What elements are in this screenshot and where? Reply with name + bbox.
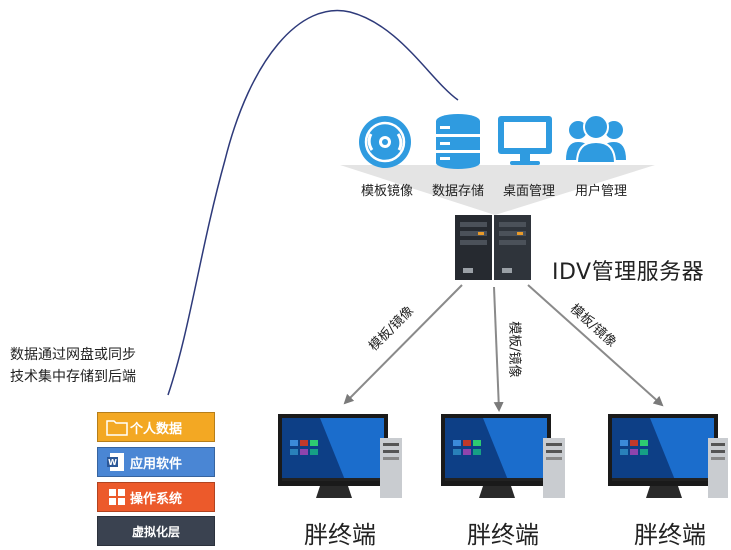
function-label-storage: 数据存储 [432, 184, 485, 199]
arrow-middle [493, 286, 504, 412]
folder-icon [106, 420, 128, 436]
function-label-desktop: 桌面管理 [503, 184, 556, 199]
sync-note: 数据通过网盘或同步 技术集中存储到后端 [10, 344, 136, 388]
arrow-right [527, 284, 664, 407]
database-icon [436, 114, 480, 169]
word-icon: W [107, 453, 124, 471]
server-title: IDV管理服务器 [552, 260, 705, 285]
function-label-user: 用户管理 [575, 184, 628, 199]
layer-applications: W 应用软件 [97, 447, 215, 477]
sync-note-line2: 技术集中存储到后端 [10, 369, 136, 385]
arrow-label-middle: 模板/镜像 [506, 321, 522, 378]
sync-note-line1: 数据通过网盘或同步 [10, 347, 136, 363]
users-icon [566, 114, 626, 164]
terminal-3-graphic [608, 414, 728, 498]
spotlight-beam [340, 165, 655, 215]
layer-personal-data: 个人数据 [97, 412, 215, 442]
terminal-1-graphic [278, 414, 402, 498]
monitor-icon [498, 116, 552, 165]
layer-label-operating-system: 操作系统 [129, 491, 182, 507]
disc-icon [359, 116, 411, 168]
layer-label-virtualization: 虚拟化层 [131, 524, 180, 539]
sync-curve [167, 9, 459, 396]
server-icon [455, 215, 531, 280]
terminal-2-graphic [441, 414, 565, 498]
terminal-label-2: 胖终端 [467, 521, 539, 549]
svg-text:W: W [108, 458, 117, 467]
terminal-label-1: 胖终端 [304, 521, 376, 549]
layer-label-personal-data: 个人数据 [129, 421, 182, 437]
arrow-left [343, 284, 463, 405]
layer-label-applications: 应用软件 [129, 456, 182, 472]
function-label-template: 模板镜像 [361, 184, 414, 199]
windows-icon [109, 489, 125, 505]
terminal-label-3: 胖终端 [634, 521, 706, 549]
layer-virtualization: 虚拟化层 [97, 516, 215, 546]
layer-operating-system: 操作系统 [97, 482, 215, 512]
